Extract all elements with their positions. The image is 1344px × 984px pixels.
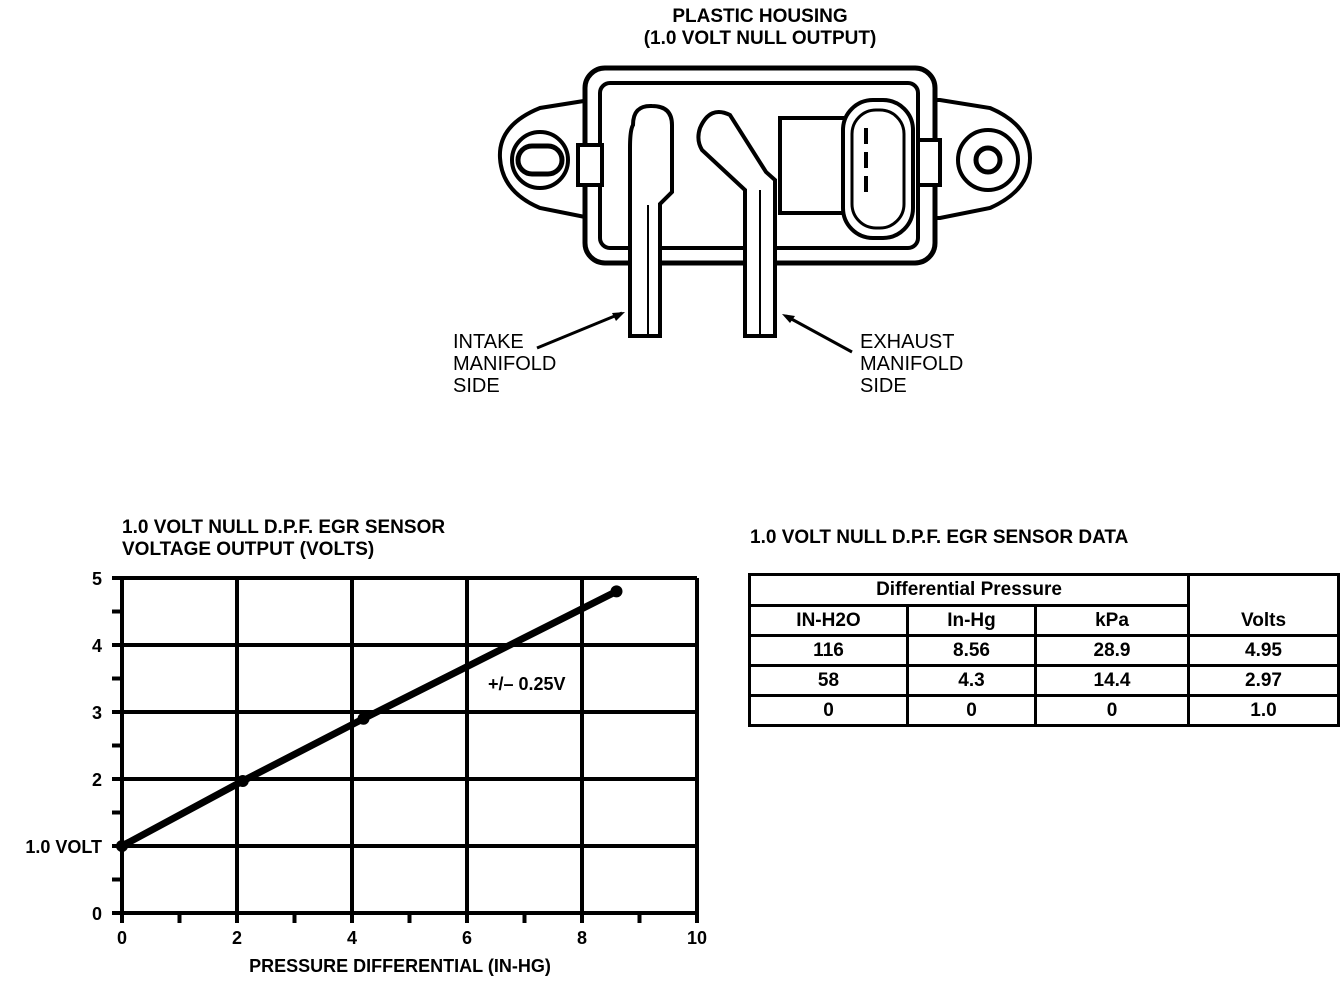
chart-title-line1: 1.0 VOLT NULL D.P.F. EGR SENSOR: [122, 517, 446, 538]
exhaust-label-line3: SIDE: [860, 375, 907, 397]
x-tick-label: 6: [462, 928, 472, 948]
exhaust-label-line1: EXHAUST: [860, 331, 955, 353]
electronics-box: [778, 116, 852, 215]
data-point: [236, 775, 249, 788]
housing-title-line1: PLASTIC HOUSING: [672, 6, 848, 27]
exhaust-label-line2: MANIFOLD: [860, 353, 964, 375]
x-tick-label: 0: [117, 928, 127, 948]
chart-title: 1.0 VOLT NULL D.P.F. EGR SENSOR VOLTAGE …: [122, 517, 445, 561]
housing-title-line2: (1.0 VOLT NULL OUTPUT): [643, 28, 877, 49]
table-cell: 8.56: [906, 634, 1037, 667]
table-cell: 1.0: [1187, 694, 1340, 727]
tolerance-annotation: +/– 0.25V: [488, 674, 566, 694]
table-cell: 0: [1034, 694, 1190, 727]
y-tick-label: 1.0 VOLT: [25, 837, 102, 857]
housing-title: PLASTIC HOUSING (1.0 VOLT NULL OUTPUT): [600, 6, 920, 50]
intake-leader: [536, 311, 623, 350]
table-header-row: IN-H2O In-Hg kPa: [748, 604, 1339, 637]
y-tick-label: 2: [92, 770, 102, 790]
table-row: 0 0 0 1.0: [748, 694, 1340, 727]
left-mount-slot: [515, 143, 565, 177]
table-cell: 2.97: [1187, 664, 1340, 697]
table-cell: 28.9: [1034, 634, 1190, 667]
y-tick-label: 0: [92, 904, 102, 924]
table-cell: 0: [906, 694, 1037, 727]
table-row: 58 4.3 14.4 2.97: [748, 664, 1340, 697]
housing-flange: [497, 98, 1033, 220]
exhaust-label: EXHAUST MANIFOLD SIDE: [860, 331, 963, 397]
intake-port: [628, 103, 674, 338]
table-cell: 4.95: [1187, 634, 1340, 667]
table-group-row: Differential Pressure Volts: [748, 573, 1340, 637]
y-tick-label: 5: [92, 569, 102, 589]
table-cell: 4.3: [906, 664, 1037, 697]
table-cell: 0: [748, 694, 909, 727]
exhaust-leader: [785, 314, 853, 354]
y-tick-label: 4: [92, 636, 102, 656]
chart-grid: [122, 576, 699, 913]
x-tick-labels: 0 2 4 6 8 10: [117, 928, 707, 948]
chart-series: [116, 585, 623, 852]
series-line: [120, 588, 619, 850]
x-tick-label: 10: [687, 928, 707, 948]
table-cell: 14.4: [1034, 664, 1190, 697]
x-tick-label: 8: [577, 928, 587, 948]
intake-label-line3: SIDE: [453, 375, 500, 397]
col-header-kpa: kPa: [1034, 604, 1190, 637]
chart-title-line2: VOLTAGE OUTPUT (VOLTS): [122, 539, 375, 560]
intake-label: INTAKE MANIFOLD SIDE: [453, 331, 556, 397]
table-row: 116 8.56 28.9 4.95: [748, 634, 1340, 667]
y-tick-labels: 0 1.0 VOLT 2 3 4 5: [25, 569, 102, 924]
table-cell: 116: [748, 634, 909, 667]
data-point: [116, 840, 128, 852]
data-point: [357, 712, 370, 725]
y-tick-label: 3: [92, 703, 102, 723]
connector: [841, 98, 915, 240]
sensor-data-table: Differential Pressure Volts IN-H2O In-Hg…: [748, 573, 1340, 727]
col-header-inhg: In-Hg: [906, 604, 1037, 637]
right-mount-inner: [973, 145, 1003, 175]
chart-axes: [112, 576, 699, 923]
group-header: Differential Pressure: [748, 573, 1190, 607]
volts-header: Volts: [1187, 573, 1340, 637]
left-mount-hole: [510, 130, 570, 190]
exhaust-port: [696, 110, 777, 338]
col-header-inh2o: IN-H2O: [748, 604, 909, 637]
intake-label-line2: MANIFOLD: [453, 353, 557, 375]
right-mount-hole: [956, 128, 1020, 192]
table-title: 1.0 VOLT NULL D.P.F. EGR SENSOR DATA: [750, 527, 1129, 548]
x-axis-label: PRESSURE DIFFERENTIAL (IN-HG): [249, 956, 551, 976]
data-point: [610, 585, 623, 598]
x-tick-label: 2: [232, 928, 242, 948]
x-tick-label: 4: [347, 928, 357, 948]
table-cell: 58: [748, 664, 909, 697]
intake-label-line1: INTAKE: [453, 331, 524, 353]
